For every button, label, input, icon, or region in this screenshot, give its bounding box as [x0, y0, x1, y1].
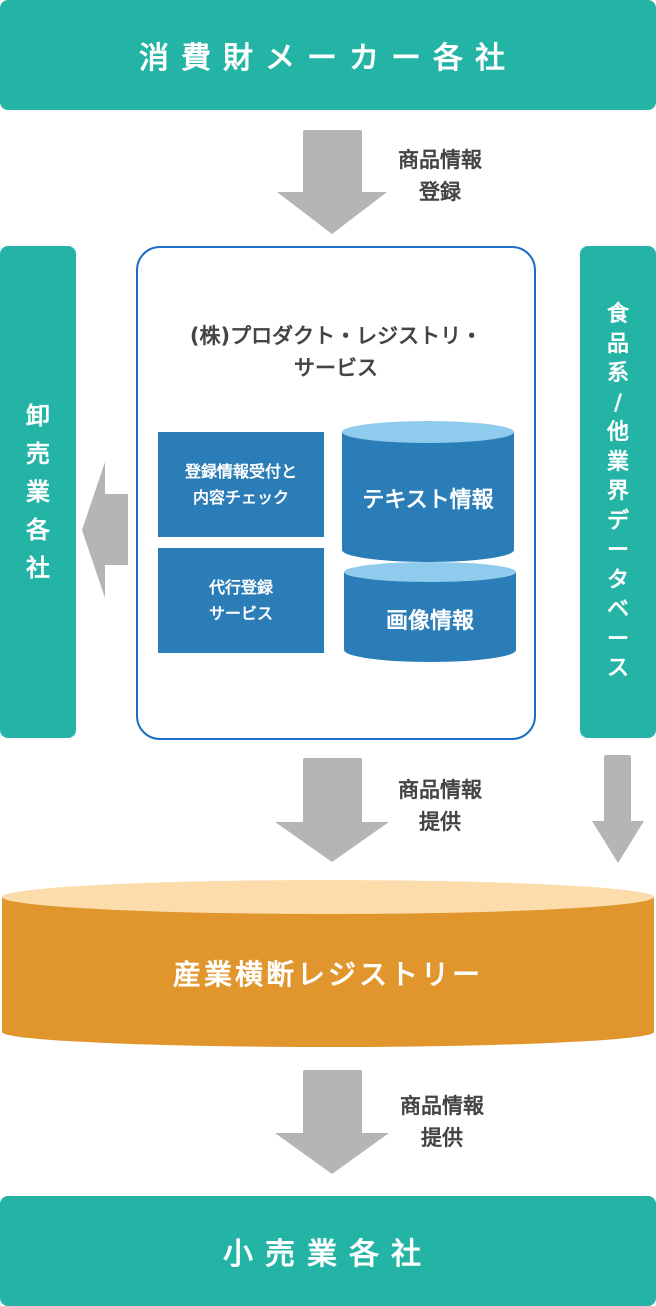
vertical-char: /	[613, 390, 623, 416]
arrow-down-provide-1	[275, 758, 389, 862]
proxy-registration-line1: 代行登録	[208, 577, 273, 597]
cross-industry-registry-label: 産業横断レジストリー	[172, 958, 483, 991]
retailers-label: 小売業各社	[223, 1237, 433, 1272]
edge-label-line1: 商品情報	[398, 778, 482, 802]
vertical-char: 業	[606, 449, 629, 475]
edge-label-line1: 商品情報	[400, 1094, 484, 1118]
wholesalers-label: 卸売業各社	[26, 397, 50, 587]
edge-label-provide-1: 商品情報 提供	[390, 774, 490, 838]
arrow-down-provide-2	[275, 1070, 389, 1174]
proxy-registration-line2: サービス	[208, 603, 273, 623]
reception-check-line2: 内容チェック	[192, 487, 289, 507]
arrow-left-wholesalers	[82, 462, 128, 598]
vertical-char: デ	[606, 508, 629, 534]
arrow-down-otherdb	[592, 755, 644, 863]
edge-label-line1: 商品情報	[398, 148, 482, 172]
vertical-char: タ	[606, 567, 629, 593]
registry-title-line2: サービス	[294, 356, 378, 380]
other-database-label: 食品系/他業界データベース	[607, 300, 629, 684]
vertical-char: 売	[26, 440, 50, 468]
vertical-char: 各	[26, 516, 50, 544]
vertical-char: ー	[606, 626, 629, 652]
proxy-registration-box: 代行登録 サービス	[158, 548, 324, 653]
text-info-label: テキスト情報	[362, 488, 494, 513]
edge-label-provide-2: 商品情報 提供	[392, 1090, 492, 1154]
image-info-label: 画像情報	[385, 609, 474, 634]
vertical-char: 品	[606, 331, 629, 357]
reception-check-line1: 登録情報受付と	[184, 461, 297, 481]
vertical-char: 社	[26, 554, 50, 582]
reception-check-box: 登録情報受付と 内容チェック	[158, 432, 324, 537]
vertical-char: ー	[606, 538, 629, 564]
registry-title-line1: (株)プロダクト・レジストリ・	[189, 324, 483, 348]
arrow-down-register	[277, 130, 387, 234]
vertical-char: ベ	[606, 597, 629, 623]
manufacturers-label: 消費財メーカー各社	[139, 41, 517, 76]
other-database-box: 食品系/他業界データベース	[580, 246, 656, 738]
vertical-char: 他	[606, 420, 629, 446]
vertical-char: ス	[606, 656, 629, 682]
edge-label-register: 商品情報 登録	[390, 144, 490, 208]
vertical-char: 界	[606, 479, 629, 505]
wholesalers-box: 卸売業各社	[0, 246, 76, 738]
vertical-char: 業	[26, 478, 50, 506]
edge-label-line2: 提供	[419, 810, 461, 834]
edge-label-line2: 提供	[421, 1126, 463, 1150]
edge-label-line2: 登録	[419, 180, 461, 204]
manufacturers-box: 消費財メーカー各社	[0, 0, 656, 110]
registry-service-title: (株)プロダクト・レジストリ・ サービス	[136, 320, 536, 384]
retailers-box: 小売業各社	[0, 1196, 656, 1306]
vertical-char: 系	[606, 361, 629, 387]
vertical-char: 卸	[26, 402, 50, 430]
vertical-char: 食	[606, 302, 629, 328]
